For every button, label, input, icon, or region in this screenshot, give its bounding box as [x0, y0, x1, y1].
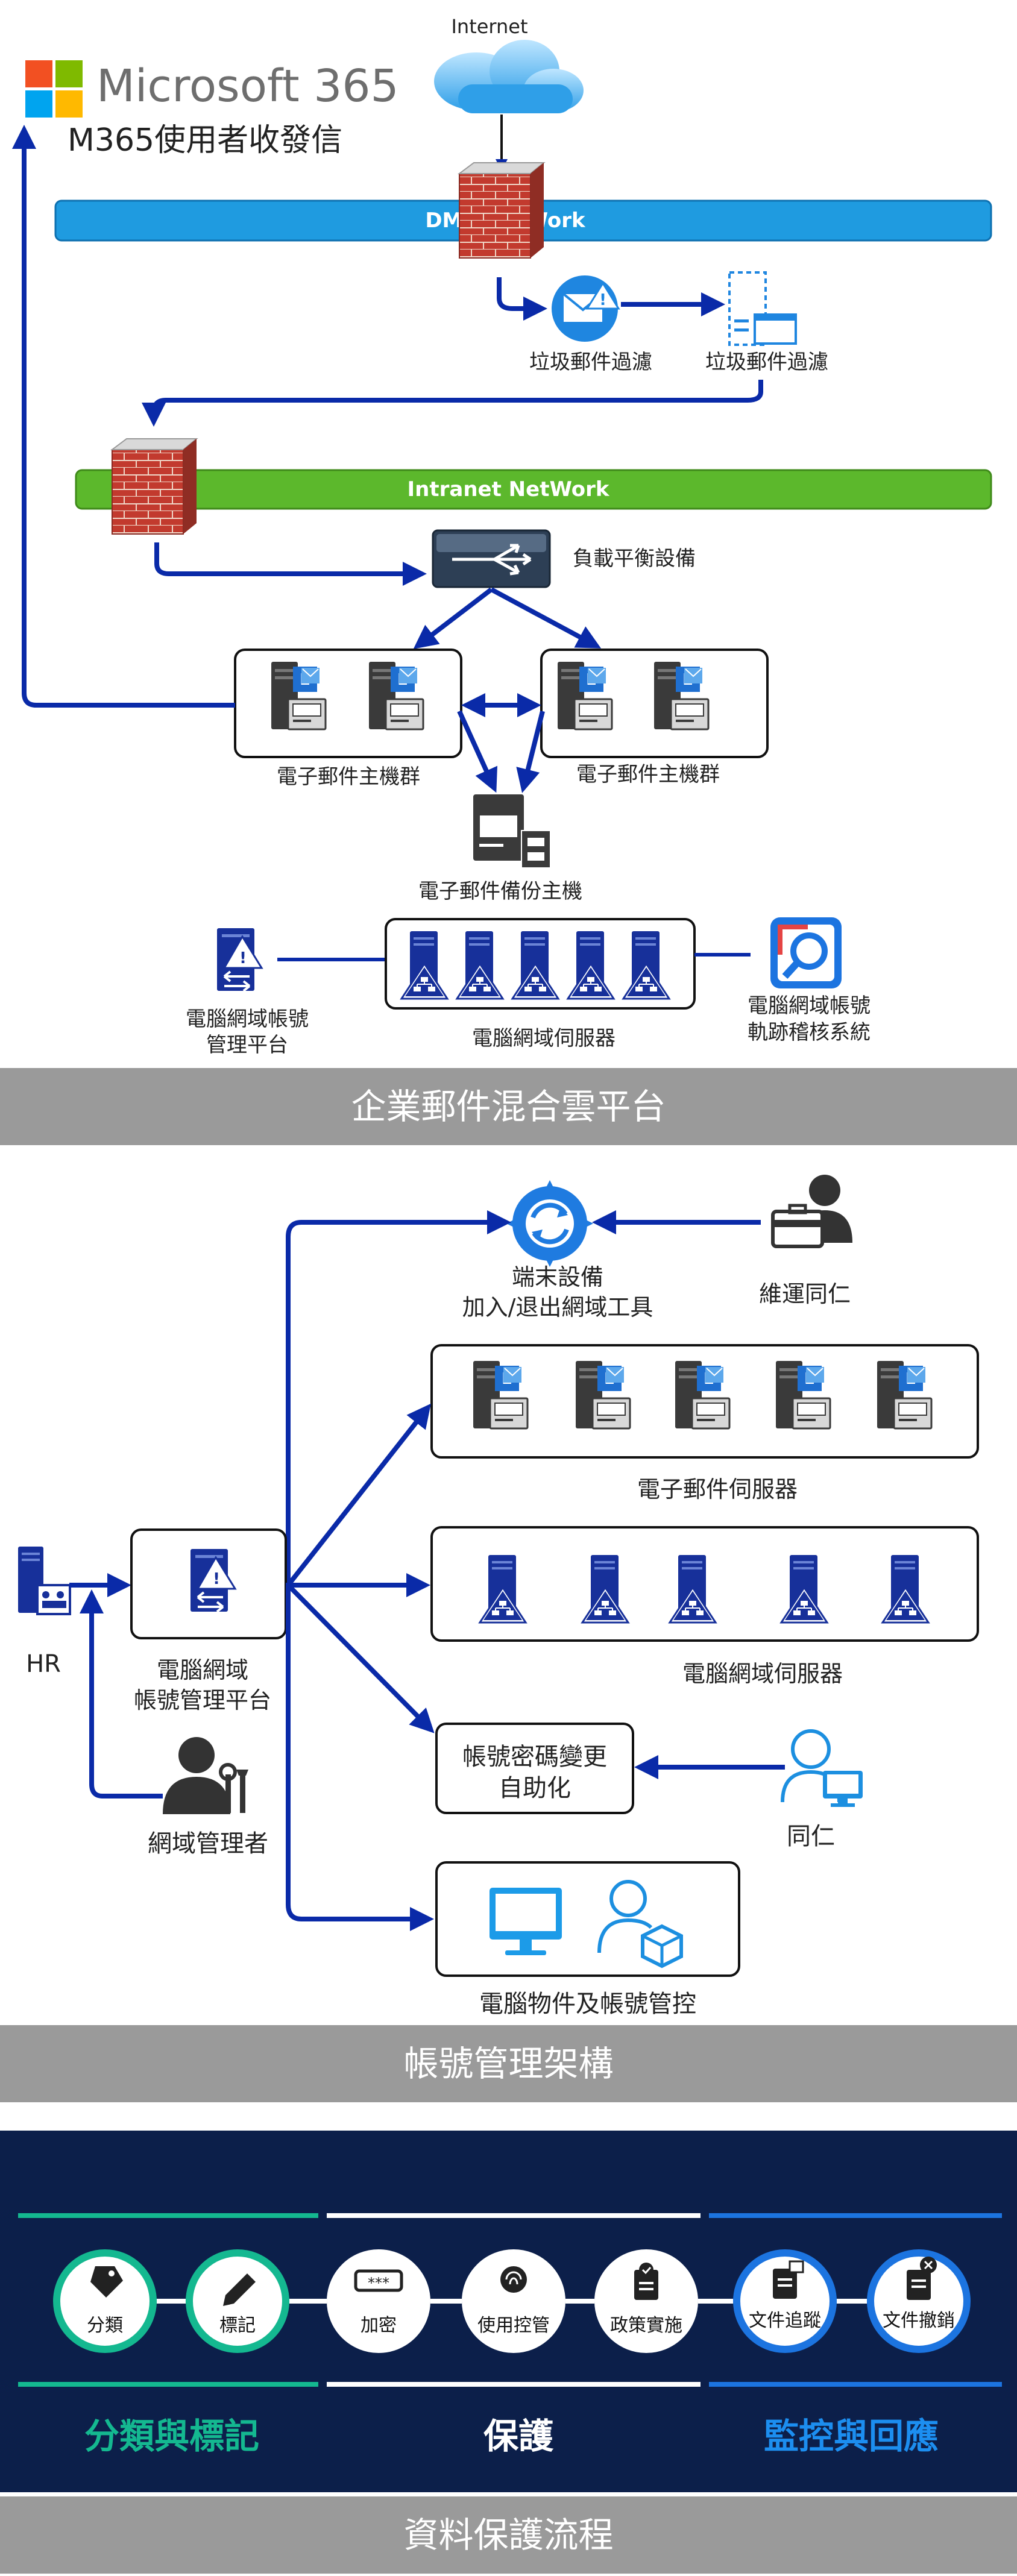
step-label-track: 文件追蹤 [749, 2310, 821, 2331]
step-label-label: 標記 [219, 2315, 256, 2336]
ad-audit-system-icon [770, 917, 842, 988]
mail-cluster-1-box [234, 649, 462, 758]
svg-text:***: *** [368, 2275, 389, 2292]
object-control-label: 電腦物件及帳號管控 [479, 1990, 696, 2018]
section-title-account-mgmt: 帳號管理架構 [0, 2025, 1017, 2102]
account-object-icon [597, 1880, 683, 1968]
spam-filter-label-1: 垃圾郵件過濾 [529, 350, 652, 374]
step-label-usage-control: 使用控管 [477, 2315, 550, 2336]
arrow-firewall-to-spam [497, 277, 547, 321]
endpoint-tool-label-2: 加入/退出網域工具 [462, 1294, 653, 1321]
hr-system-icon [18, 1547, 71, 1615]
password-self-label-2: 自助化 [499, 1774, 571, 1802]
hr-label: HR [26, 1650, 61, 1678]
arrow-trunk-to-control [286, 1585, 434, 1931]
divider-protect-bottom [327, 2382, 701, 2387]
computer-monitor-icon [490, 1888, 562, 1955]
colleague-label: 同仁 [787, 1823, 835, 1850]
ad-platform-label-2: 帳號管理平台 [134, 1687, 271, 1714]
svg-text:!: ! [599, 291, 606, 309]
ad-account-platform-label-2: 管理平台 [206, 1033, 288, 1057]
endpoint-tool-label-1: 端末設備 [512, 1264, 603, 1290]
arrow-cluster2-to-backup [516, 711, 545, 793]
step-label-policy: 政策實施 [610, 2315, 682, 2336]
step-revoke: 文件撤銷 [867, 2249, 971, 2353]
arrow-platform-to-password [286, 1583, 435, 1733]
ms365-logo [25, 60, 83, 118]
divider-monitor-bottom [709, 2382, 1002, 2387]
password-field-icon [354, 2269, 403, 2292]
ad-account-platform-label-1: 電腦網域帳號 [186, 1007, 309, 1031]
arrow-firewall-to-lb [154, 542, 427, 586]
step-label: 標記 [186, 2249, 289, 2353]
spam-filter-label-2: 垃圾郵件過濾 [705, 350, 828, 374]
ad-servers-label: 電腦網域伺服器 [472, 1026, 616, 1051]
pen-icon [223, 2273, 256, 2306]
mail-backup-icon [473, 794, 551, 869]
fingerprint-icon [500, 2266, 527, 2293]
divider-classify-top [18, 2213, 318, 2218]
ad-servers-label-2: 電腦網域伺服器 [682, 1660, 843, 1687]
step-policy: 政策實施 [594, 2249, 698, 2353]
domain-admin-icon [163, 1737, 248, 1814]
load-balancer-label: 負載平衡設備 [573, 547, 696, 571]
endpoint-tool-icon [506, 1180, 593, 1267]
arrow-lb-to-cluster-1 [413, 587, 493, 649]
section-title-data-protection: 資料保護流程 [0, 2496, 1017, 2574]
intranet-firewall-icon [112, 438, 197, 535]
step-classify: 分類 [53, 2249, 157, 2353]
intranet-network-label: Intranet NetWork [408, 477, 610, 501]
section-title-mail-platform: 企業郵件混合雲平台 [0, 1068, 1017, 1145]
object-control-box [435, 1861, 740, 1977]
colleague-icon [781, 1729, 863, 1807]
tag-icon [90, 2266, 123, 2298]
document-revoke-icon [907, 2270, 931, 2300]
group-label-protect: 保護 [483, 2416, 554, 2457]
ms365-subtitle: M365使用者收發信 [68, 122, 342, 159]
ad-account-platform-icon [216, 927, 263, 992]
domain-admin-label: 網域管理者 [148, 1830, 268, 1858]
password-self-box [435, 1723, 634, 1814]
step-label-revoke: 文件撤銷 [883, 2310, 955, 2331]
ad-audit-label-2: 軌跡稽核系統 [748, 1020, 871, 1045]
step-label-classify: 分類 [87, 2315, 123, 2336]
arrow-admin-to-platform [80, 1589, 163, 1798]
arrow-ms365-return [11, 125, 235, 708]
mail-cluster-label-1: 電子郵件主機群 [277, 765, 420, 789]
brand-name: Microsoft 365 [96, 60, 399, 112]
mail-servers-label: 電子郵件伺服器 [637, 1476, 798, 1503]
ops-staff-label: 維運同仁 [759, 1281, 851, 1307]
load-balancer-icon [432, 529, 551, 588]
step-encrypt: *** 加密 [327, 2249, 430, 2353]
arrow-platform-to-mail [286, 1403, 431, 1587]
ops-staff-icon [771, 1175, 852, 1248]
intranet-network-bar [75, 469, 992, 510]
step-track: 文件追蹤 [733, 2249, 837, 2353]
divider-monitor-top [709, 2213, 1002, 2218]
group-label-monitor: 監控與回應 [764, 2416, 939, 2457]
step-label-encrypt: 加密 [361, 2315, 397, 2336]
arrow-cluster1-to-backup [457, 710, 498, 793]
divider-classify-bottom [18, 2382, 318, 2387]
spam-filter-mail-icon: ! [552, 275, 620, 342]
password-self-label-1: 帳號密碼變更 [462, 1743, 607, 1771]
spam-filter-appliance-icon [728, 271, 797, 346]
internet-label: Internet [451, 15, 527, 38]
arrow-lb-to-cluster-2 [490, 587, 602, 649]
mail-cluster-label-2: 電子郵件主機群 [576, 762, 720, 787]
dmz-firewall-icon [459, 162, 544, 259]
group-label-classify: 分類與標記 [84, 2416, 259, 2457]
step-usage-control: 使用控管 [462, 2249, 565, 2353]
ad-audit-label-1: 電腦網域帳號 [748, 994, 871, 1018]
mail-backup-label: 電子郵件備份主機 [418, 879, 582, 903]
clipboard-icon [634, 2270, 658, 2300]
arrow-trunk-to-tool [286, 1210, 511, 1585]
divider-protect-top [327, 2213, 701, 2218]
internet-cloud-icon [434, 40, 584, 113]
ad-platform-label-1: 電腦網域 [157, 1657, 248, 1683]
arrow-spam-to-intranet [142, 380, 763, 427]
document-track-icon [773, 2269, 797, 2299]
